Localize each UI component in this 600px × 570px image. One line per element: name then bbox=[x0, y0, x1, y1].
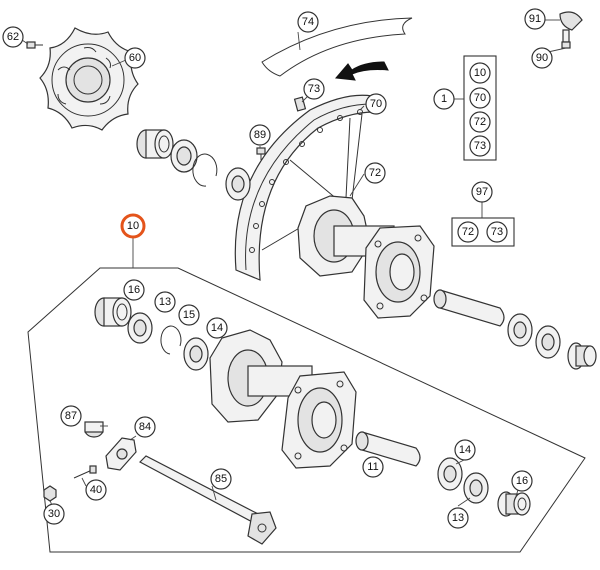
callout-90[interactable]: 90 bbox=[531, 47, 553, 69]
callout-11[interactable]: 11 bbox=[362, 456, 384, 478]
kit-1-item[interactable]: 10 bbox=[469, 62, 491, 84]
small-screw bbox=[256, 147, 266, 160]
upper-left-seal bbox=[170, 139, 198, 173]
callout-74[interactable]: 74 bbox=[297, 11, 319, 33]
wheel-axle bbox=[139, 455, 277, 545]
svg-text:15: 15 bbox=[183, 309, 195, 321]
kit-97-item[interactable]: 73 bbox=[486, 221, 508, 243]
lower-left-seal bbox=[127, 312, 153, 344]
svg-text:16: 16 bbox=[128, 284, 140, 296]
lower-right-bushing bbox=[497, 491, 531, 517]
callout-60[interactable]: 60 bbox=[124, 47, 146, 69]
upper-right-spacer bbox=[433, 289, 505, 327]
callout-16b[interactable]: 16 bbox=[511, 470, 533, 492]
axle-nut bbox=[84, 421, 104, 438]
brake-disc bbox=[39, 27, 139, 131]
svg-text:60: 60 bbox=[129, 52, 141, 64]
svg-text:84: 84 bbox=[139, 421, 151, 433]
callout-13b[interactable]: 13 bbox=[447, 507, 469, 529]
svg-text:62: 62 bbox=[7, 31, 19, 43]
upper-right-bushing bbox=[567, 342, 597, 370]
hub-assembly-frame bbox=[27, 267, 586, 553]
svg-text:70: 70 bbox=[474, 92, 486, 104]
upper-left-bearing bbox=[225, 167, 251, 201]
svg-text:70: 70 bbox=[370, 98, 382, 110]
callout-89[interactable]: 89 bbox=[249, 124, 271, 146]
svg-text:10: 10 bbox=[474, 67, 486, 79]
disc-bolt bbox=[26, 41, 43, 49]
tire-outline bbox=[261, 17, 413, 77]
callout-85[interactable]: 85 bbox=[210, 468, 232, 490]
svg-text:13: 13 bbox=[452, 512, 464, 524]
callout-30[interactable]: 30 bbox=[43, 503, 65, 525]
svg-text:97: 97 bbox=[476, 186, 488, 198]
svg-text:91: 91 bbox=[529, 13, 541, 25]
svg-text:73: 73 bbox=[308, 83, 320, 95]
callout-72[interactable]: 72 bbox=[364, 162, 386, 184]
svg-text:13: 13 bbox=[159, 296, 171, 308]
svg-text:73: 73 bbox=[491, 226, 503, 238]
svg-text:40: 40 bbox=[90, 484, 102, 496]
callout-14[interactable]: 14 bbox=[206, 317, 228, 339]
callout-13[interactable]: 13 bbox=[154, 291, 176, 313]
axle-washer-nut bbox=[43, 485, 57, 502]
callout-73[interactable]: 73 bbox=[303, 78, 325, 100]
lower-wheel-hub bbox=[209, 329, 357, 469]
svg-text:73: 73 bbox=[474, 140, 486, 152]
axle-clamp bbox=[105, 437, 137, 471]
callout-kit-97[interactable]: 97 bbox=[471, 181, 493, 203]
svg-text:14: 14 bbox=[459, 444, 471, 456]
callout-40[interactable]: 40 bbox=[85, 479, 107, 501]
callout-62[interactable]: 62 bbox=[2, 26, 24, 48]
callout-kit-1[interactable]: 1 bbox=[433, 88, 455, 110]
lower-left-bearing bbox=[183, 337, 209, 371]
svg-text:72: 72 bbox=[474, 116, 486, 128]
svg-text:87: 87 bbox=[65, 410, 77, 422]
kit-1-item[interactable]: 70 bbox=[469, 87, 491, 109]
callout-10-highlighted[interactable]: 10 bbox=[120, 213, 146, 239]
callout-87[interactable]: 87 bbox=[60, 405, 82, 427]
svg-text:10: 10 bbox=[127, 220, 139, 232]
svg-text:14: 14 bbox=[211, 322, 223, 334]
kit-1-item[interactable]: 73 bbox=[469, 135, 491, 157]
svg-text:74: 74 bbox=[302, 16, 314, 28]
callout-15[interactable]: 15 bbox=[178, 304, 200, 326]
direction-arrow bbox=[335, 61, 389, 81]
upper-wheel-hub bbox=[297, 195, 435, 319]
upper-right-bearing-b bbox=[535, 325, 561, 359]
callout-84[interactable]: 84 bbox=[134, 416, 156, 438]
lower-circlip bbox=[160, 325, 182, 355]
upper-left-bushing bbox=[136, 129, 174, 159]
clamp-bolt bbox=[73, 465, 97, 479]
callout-70[interactable]: 70 bbox=[365, 93, 387, 115]
kit-1-item[interactable]: 72 bbox=[469, 111, 491, 133]
svg-text:11: 11 bbox=[367, 461, 378, 473]
kit-97-item[interactable]: 72 bbox=[457, 221, 479, 243]
lower-right-bearing bbox=[437, 457, 463, 491]
upper-circlip bbox=[192, 153, 218, 187]
svg-text:72: 72 bbox=[369, 167, 381, 179]
svg-text:1: 1 bbox=[441, 93, 447, 105]
callout-14b[interactable]: 14 bbox=[454, 439, 476, 461]
callout-91[interactable]: 91 bbox=[524, 8, 546, 30]
svg-text:89: 89 bbox=[254, 129, 266, 141]
lower-hub-spacer bbox=[355, 431, 421, 467]
spoke-nipple bbox=[293, 96, 307, 112]
svg-text:85: 85 bbox=[215, 473, 227, 485]
tire-valve bbox=[559, 11, 583, 49]
svg-text:72: 72 bbox=[462, 226, 474, 238]
upper-right-bearing-a bbox=[507, 313, 533, 347]
svg-text:30: 30 bbox=[48, 508, 60, 520]
svg-text:16: 16 bbox=[516, 475, 528, 487]
svg-text:90: 90 bbox=[536, 52, 548, 64]
lower-left-bushing bbox=[94, 297, 132, 327]
callout-16[interactable]: 16 bbox=[123, 279, 145, 301]
lower-right-seal bbox=[463, 472, 489, 504]
